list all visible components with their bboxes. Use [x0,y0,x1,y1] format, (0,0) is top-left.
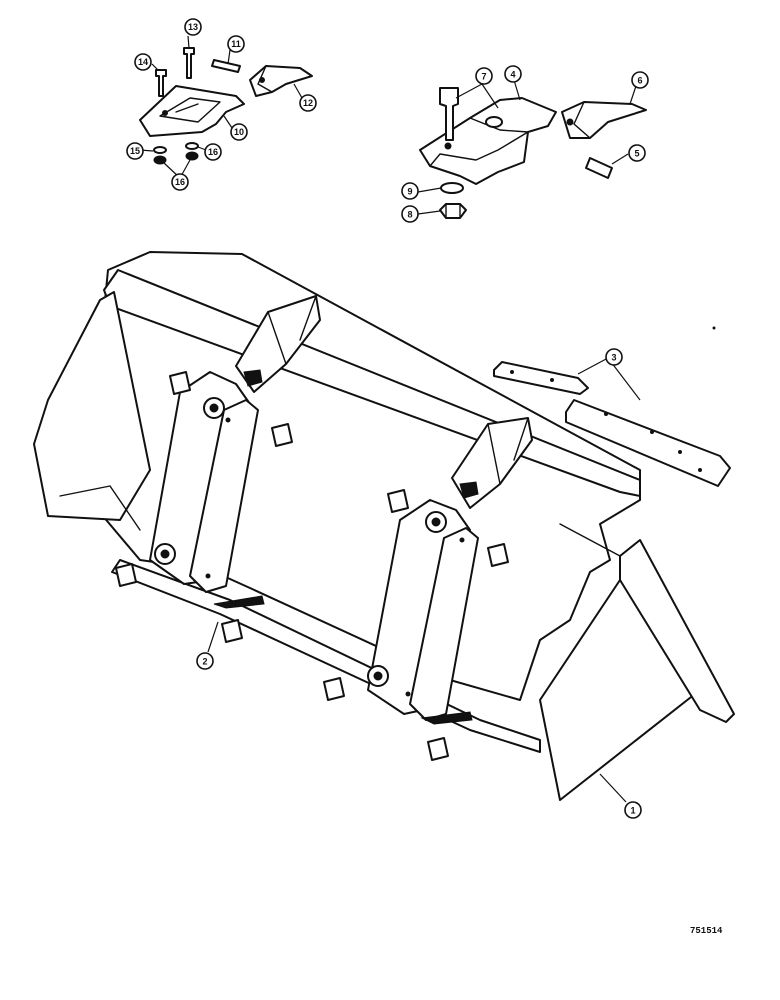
callout-c3: 3 [605,348,623,366]
callout-label: 7 [481,72,486,82]
tooth-pin [585,157,613,179]
bushing [387,489,409,513]
cutting-edge-plates [493,361,731,487]
callout-label: 10 [234,127,244,137]
bucket-left-side-plate [33,291,151,521]
callout-c11: 11 [227,35,245,53]
washer-small-right [185,142,199,150]
bolt-small-13 [183,47,195,79]
callout-c6: 6 [631,71,649,89]
bushing [169,371,191,395]
callout-label: 9 [407,187,412,197]
callout-c12: 12 [299,94,317,112]
callout-label: 8 [407,210,412,220]
bushing [323,677,345,701]
callout-c10: 10 [230,123,248,141]
callout-label: 16 [208,147,218,157]
bushing [487,543,509,567]
adapter-large [419,97,557,185]
callout-c13: 13 [184,18,202,36]
callout-c7: 7 [475,67,493,85]
callout-label: 12 [303,98,313,108]
washer-small-left [153,146,167,154]
tooth-adapter-assembly-large [419,87,647,219]
callout-label: 15 [130,146,140,156]
bushing [427,737,449,761]
tooth-adapter-assembly-small [139,47,313,165]
callout-label: 6 [637,76,642,86]
callout-c4: 4 [504,65,522,83]
bushing-group [115,371,509,761]
bucket-right-gusset [619,539,735,723]
bolt-small-14 [155,69,167,97]
callout-label: 1 [630,806,635,816]
callout-label: 11 [231,39,241,49]
callout-c8: 8 [401,205,419,223]
callout-label: 3 [611,353,616,363]
callout-label: 16 [175,177,185,187]
plow-bolt [439,87,459,141]
bushing [115,563,137,587]
callout-c1: 1 [624,801,642,819]
callout-c14: 14 [134,53,152,71]
callout-label: 14 [138,57,148,67]
lock-washer [440,182,464,194]
callout-label: 2 [202,657,207,667]
callout-c15: 15 [126,142,144,160]
drawing-number: 751514 [690,926,723,936]
callout-c16a: 16 [171,173,189,191]
nut-small-right [185,151,199,161]
loader-bucket [33,251,735,801]
hex-nut [439,203,467,219]
callout-c16b: 16 [204,143,222,161]
callout-c2: 2 [196,652,214,670]
callout-c9: 9 [401,182,419,200]
pin-11 [211,59,241,73]
callout-c5: 5 [628,144,646,162]
cutting-edge-plate-long [565,399,731,487]
callout-label: 13 [188,22,198,32]
tooth-tip-large [561,101,647,139]
callout-label: 5 [634,149,639,159]
stray-mark [712,326,716,330]
bushing [271,423,293,447]
adapter-plate [139,85,245,137]
nut-small-left [153,155,167,165]
cutting-edge-plate-short [493,361,589,395]
bushing [221,619,243,643]
callout-label: 4 [510,70,515,80]
